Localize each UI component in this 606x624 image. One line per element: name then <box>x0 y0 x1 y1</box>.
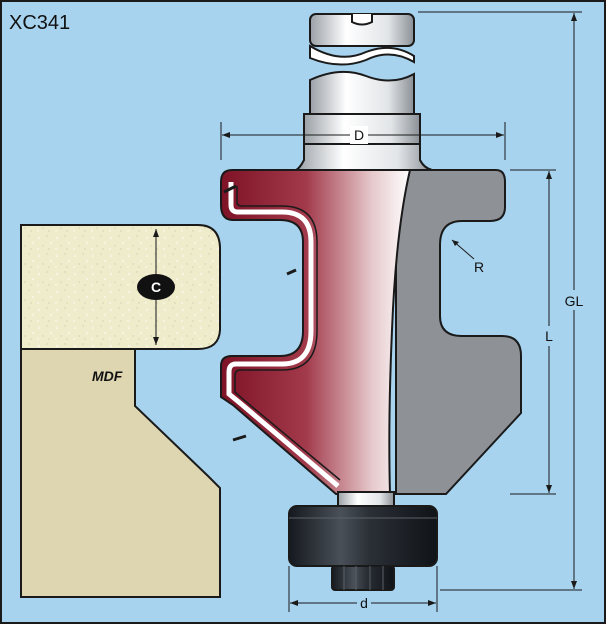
cutting-edge-line <box>234 186 341 481</box>
cutting-edge-highlight <box>226 182 340 488</box>
d-arrow-left <box>222 132 230 138</box>
cutter-body <box>220 169 522 507</box>
carbide-insert <box>395 169 522 495</box>
edge-mark-1 <box>223 184 237 194</box>
cut-depth-label: C <box>151 279 161 295</box>
shank-break-top <box>309 44 415 66</box>
mdf-workpiece: MDF C <box>20 224 221 598</box>
product-code-title: XC341 <box>9 12 70 34</box>
l-arrow-top <box>546 171 552 179</box>
l-arrow-bottom <box>546 485 552 493</box>
bd-label: d <box>360 595 368 611</box>
cut-depth-arrow-top <box>153 229 159 237</box>
shank-slot <box>351 14 373 26</box>
overall-length-dimension: GL <box>418 11 588 591</box>
radius-callout: R <box>451 239 484 275</box>
bearing-ring <box>288 505 438 567</box>
shank-neck <box>295 143 433 171</box>
bearing-diameter-dimension: d <box>288 566 438 612</box>
cut-depth-arrow-bottom <box>153 337 159 345</box>
mdf-top-panel <box>20 224 221 350</box>
bd-label-bg <box>357 593 371 611</box>
edge-mark-3 <box>232 434 247 442</box>
shank <box>295 13 433 171</box>
bd-arrow-right <box>428 600 436 606</box>
shank-diameter-dimension: D <box>220 122 506 160</box>
r-label: R <box>474 259 484 275</box>
gl-arrow-top <box>571 13 577 21</box>
mdf-label: MDF <box>92 368 123 384</box>
gl-label: GL <box>565 293 584 309</box>
gl-arrow-bottom <box>571 581 577 589</box>
l-label-bg <box>541 326 557 346</box>
edge-mark-2 <box>286 268 297 276</box>
bearing-stem <box>337 491 395 507</box>
d-arrow-right <box>496 132 504 138</box>
bearing <box>288 505 438 591</box>
cut-depth-badge <box>137 274 175 300</box>
shank-lower-piece <box>309 70 415 119</box>
l-label: L <box>545 328 553 344</box>
cutting-length-dimension: L <box>510 169 557 495</box>
bearing-nut <box>331 565 395 591</box>
r-arrow <box>452 240 459 246</box>
bd-arrow-left <box>290 600 298 606</box>
gl-label-bg <box>560 290 588 310</box>
d-label-bg <box>350 126 368 144</box>
mdf-profile-panel <box>20 348 221 598</box>
d-label: D <box>354 127 364 143</box>
cutter-red-body <box>220 169 412 495</box>
